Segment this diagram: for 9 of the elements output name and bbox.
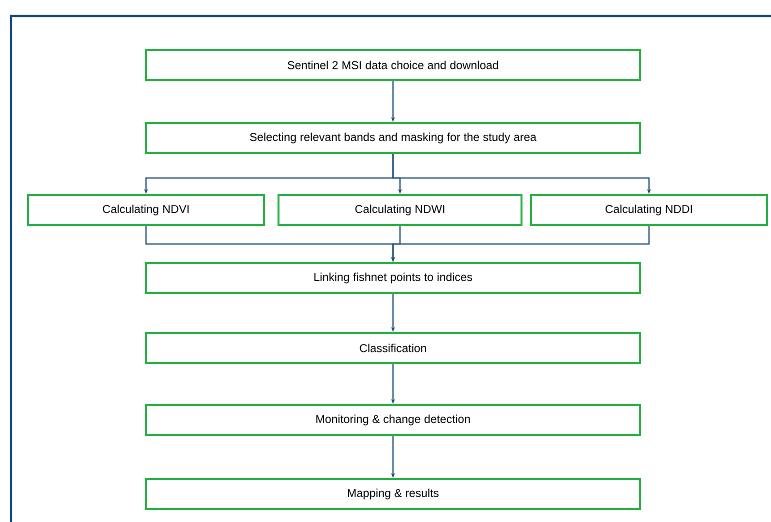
process-box: Calculating NDWI: [278, 194, 522, 226]
process-box: Calculating NDVI: [27, 194, 265, 226]
process-box: Classification: [145, 332, 641, 364]
process-box: Selecting relevant bands and masking for the study area: [145, 122, 641, 154]
process-box: Monitoring & change detection: [145, 404, 641, 436]
process-box: Sentinel 2 MSI data choice and download: [145, 49, 641, 81]
process-box: Calculating NDDI: [530, 194, 768, 226]
process-box: Linking fishnet points to indices: [145, 262, 641, 294]
process-box: Mapping & results: [145, 478, 641, 510]
